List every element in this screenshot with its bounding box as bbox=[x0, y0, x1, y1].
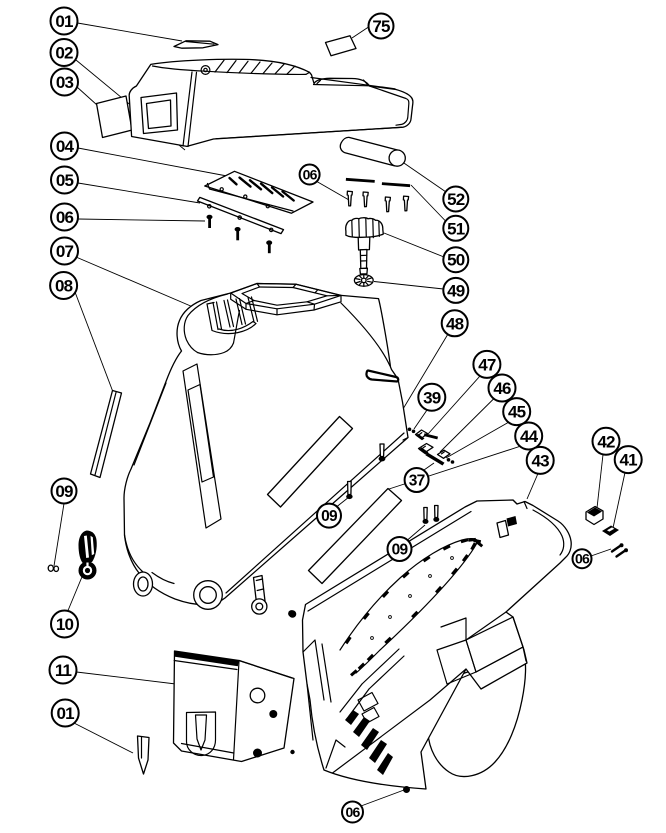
svg-text:07: 07 bbox=[56, 242, 74, 261]
svg-text:75: 75 bbox=[372, 17, 390, 36]
svg-text:51: 51 bbox=[447, 219, 465, 238]
svg-text:06: 06 bbox=[575, 551, 590, 567]
svg-text:06: 06 bbox=[56, 208, 74, 227]
svg-text:39: 39 bbox=[423, 388, 441, 407]
svg-text:06: 06 bbox=[346, 804, 361, 820]
svg-text:05: 05 bbox=[56, 171, 74, 190]
svg-text:11: 11 bbox=[55, 661, 72, 680]
svg-text:48: 48 bbox=[446, 314, 464, 333]
svg-text:08: 08 bbox=[55, 277, 73, 296]
svg-text:50: 50 bbox=[447, 251, 465, 270]
svg-text:43: 43 bbox=[532, 451, 550, 470]
svg-text:09: 09 bbox=[55, 482, 73, 501]
svg-text:46: 46 bbox=[493, 379, 511, 398]
svg-text:09: 09 bbox=[392, 542, 409, 559]
svg-text:45: 45 bbox=[508, 403, 526, 422]
svg-text:44: 44 bbox=[520, 427, 539, 446]
svg-text:10: 10 bbox=[56, 615, 74, 634]
svg-text:47: 47 bbox=[478, 355, 496, 374]
svg-text:01: 01 bbox=[55, 12, 73, 31]
svg-text:01: 01 bbox=[57, 704, 75, 723]
svg-text:42: 42 bbox=[597, 432, 615, 451]
svg-text:04: 04 bbox=[56, 137, 75, 156]
svg-text:52: 52 bbox=[447, 190, 465, 209]
svg-text:06: 06 bbox=[303, 167, 318, 183]
svg-text:09: 09 bbox=[321, 508, 338, 525]
svg-text:37: 37 bbox=[409, 473, 425, 490]
svg-text:03: 03 bbox=[56, 73, 74, 92]
svg-text:41: 41 bbox=[620, 451, 638, 470]
svg-text:02: 02 bbox=[55, 44, 73, 63]
svg-text:49: 49 bbox=[447, 281, 465, 300]
